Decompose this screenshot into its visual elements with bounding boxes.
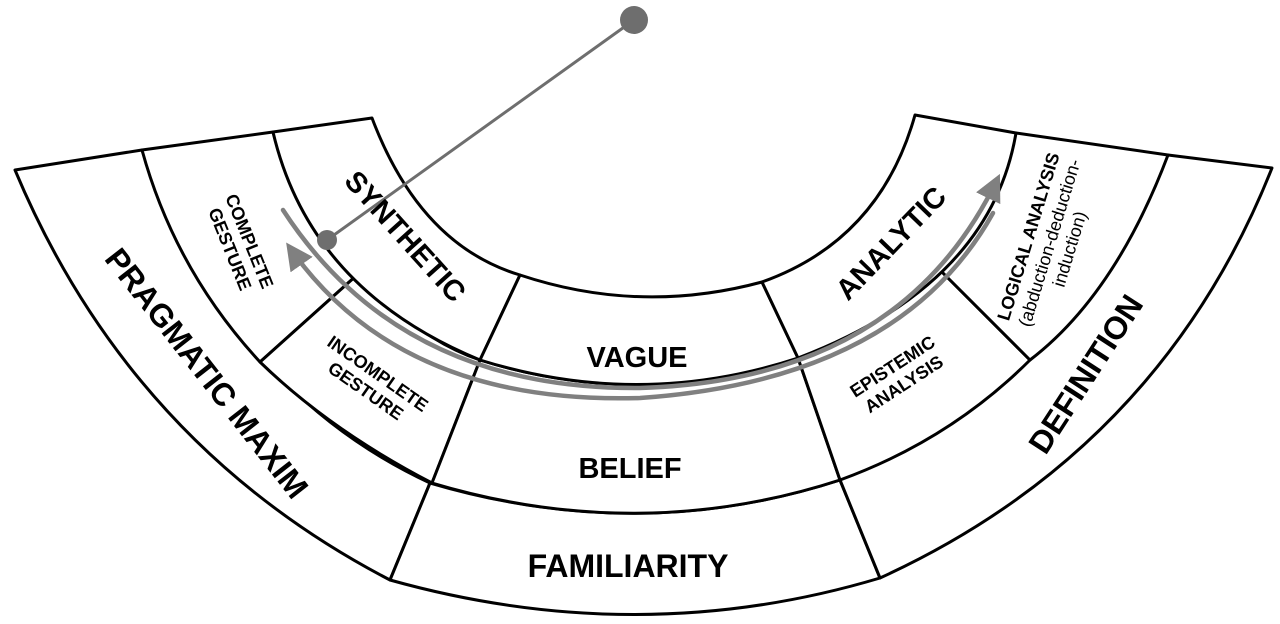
label-vague: VAGUE bbox=[587, 342, 688, 374]
arrow-left-sweep bbox=[286, 210, 996, 401]
arrow-right-sweep bbox=[280, 173, 1001, 391]
pendulum-bob bbox=[317, 230, 337, 250]
pendulum-rod bbox=[326, 18, 635, 242]
label-familiarity: FAMILIARITY bbox=[528, 548, 729, 584]
segment-analytic bbox=[760, 113, 1018, 360]
segment-vague bbox=[478, 273, 800, 386]
pendulum-pivot bbox=[620, 6, 648, 34]
label-belief: BELIEF bbox=[578, 453, 681, 485]
